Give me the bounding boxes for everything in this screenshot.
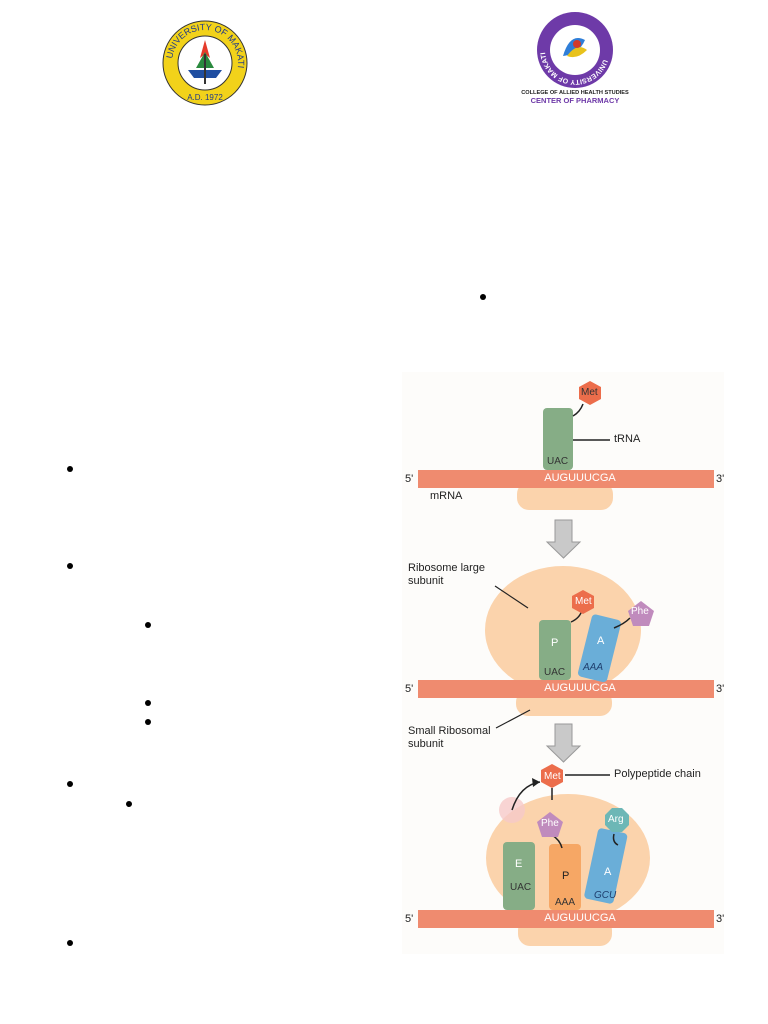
a-site-label-3: A	[604, 866, 612, 878]
p-site-label-3: P	[562, 870, 570, 882]
p-anticodon-2: UAC	[544, 667, 566, 678]
bullet-marker	[67, 563, 73, 569]
trna-p-site-3	[549, 844, 581, 910]
met-label-2: Met	[575, 596, 592, 607]
down-arrow-1	[545, 519, 582, 559]
phe-pentagon-3	[537, 812, 563, 837]
arg-octagon-3	[605, 808, 629, 832]
mrna-sequence-1: AUGUUUCGA	[544, 472, 616, 484]
mrna-sequence-3: AUGUUUCGA	[544, 912, 616, 924]
trna-anticodon-1: UAC	[547, 456, 569, 467]
small-subunit-hint-1	[517, 482, 613, 510]
bullet-marker	[126, 801, 132, 807]
trna-1	[543, 408, 573, 470]
trna-e-site-3	[503, 842, 535, 910]
e-anticodon-3: UAC	[510, 882, 532, 893]
mrna-strand-1	[418, 470, 714, 488]
a-site-label-2: A	[597, 635, 605, 647]
three-prime-label-3: 3'	[716, 913, 725, 925]
bullet-marker	[67, 466, 73, 472]
small-ribosomal-subunit-label: Small Ribosomal subunit	[408, 725, 491, 750]
phe-label-3: Phe	[541, 818, 559, 829]
a-anticodon-2: AAA	[583, 662, 604, 673]
bullet-marker	[145, 719, 151, 725]
five-prime-label-1: 5'	[405, 473, 414, 485]
mrna-sequence-2: AUGUUUCGA	[544, 682, 616, 694]
phe-pentagon-2	[628, 601, 654, 626]
center-of-pharmacy-logo: UNIVERSITY OF MAKATI COLLEGE OF ALLIED H…	[521, 12, 629, 105]
arg-label-3: Arg	[608, 814, 624, 825]
mrna-label: mRNA	[430, 490, 463, 502]
ribosome-large-subunit-label: Ribosome large subunit	[408, 562, 486, 587]
met-label-1: Met	[581, 387, 598, 398]
trna-label: tRNA	[614, 433, 641, 445]
bullet-marker	[480, 294, 486, 300]
three-prime-label-1: 3'	[716, 473, 725, 485]
met-label-3: Met	[544, 771, 561, 782]
p-anticodon-3: AAA	[555, 897, 576, 908]
a-anticodon-3: GCU	[594, 890, 617, 901]
logo-right-college: COLLEGE OF ALLIED HEALTH STUDIES	[521, 90, 629, 96]
bullet-marker	[67, 781, 73, 787]
three-prime-label-2: 3'	[716, 683, 725, 695]
met-hexagon-1	[579, 381, 601, 405]
five-prime-label-3: 5'	[405, 913, 414, 925]
trna-p-site-2	[539, 620, 571, 680]
trna-a-site-3	[584, 828, 628, 904]
trna-a-site-2	[578, 614, 621, 683]
bullet-marker	[145, 700, 151, 706]
five-prime-label-2: 5'	[405, 683, 414, 695]
down-arrow-2	[545, 723, 582, 763]
logo-right-center: CENTER OF PHARMACY	[531, 96, 620, 105]
logo-left-year: A.D. 1972	[187, 93, 223, 102]
mrna-strand-2	[418, 680, 714, 698]
phe-label-2: Phe	[631, 606, 649, 617]
p-site-label-2: P	[551, 637, 559, 649]
bullet-marker	[67, 940, 73, 946]
mrna-strand-3	[418, 910, 714, 928]
met-hexagon-3	[541, 764, 563, 788]
polypeptide-chain-label: Polypeptide chain	[614, 768, 701, 780]
university-of-makati-logo: UNIVERSITY OF MAKATI A.D. 1972	[162, 20, 248, 106]
met-hexagon-2	[572, 590, 594, 614]
e-site-label-3: E	[515, 858, 523, 870]
bullet-marker	[145, 622, 151, 628]
